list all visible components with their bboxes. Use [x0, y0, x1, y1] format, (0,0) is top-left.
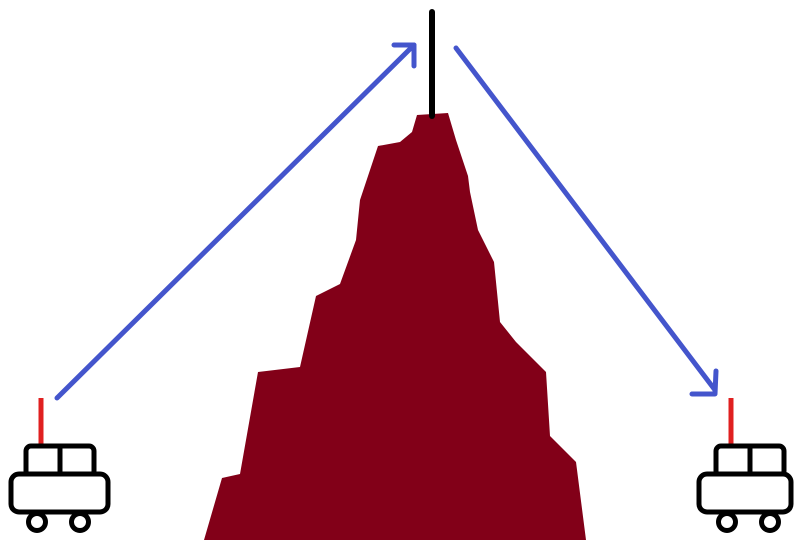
left-vehicle-wheel-rear [72, 514, 89, 531]
right-vehicle-wheel-rear [762, 514, 779, 531]
right-vehicle-body [699, 474, 791, 512]
right-vehicle-wheel-front [719, 514, 736, 531]
left-vehicle-body [11, 474, 108, 512]
left-vehicle-wheel-front [29, 514, 46, 531]
